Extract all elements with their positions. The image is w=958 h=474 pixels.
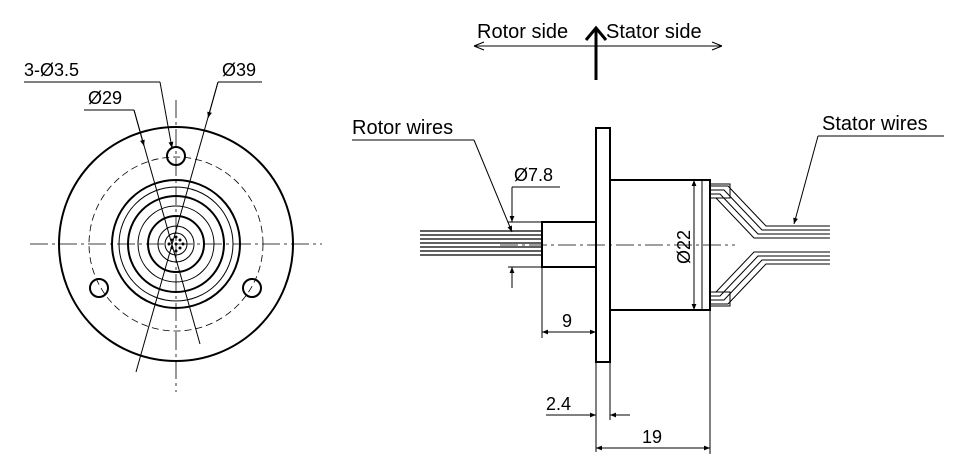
- stator-wire-sleeve-top: [709, 183, 731, 199]
- direction-arrow-left-b: [473, 45, 485, 51]
- separator-arrow-head: [584, 25, 608, 41]
- shaft-length-label: 9: [562, 311, 572, 331]
- flange-callout-leader: [135, 81, 219, 373]
- mounting-hole-right: [242, 278, 262, 298]
- direction-arrow-left-a: [473, 41, 485, 47]
- flange-callout-label: Ø39: [222, 60, 256, 80]
- stator-body: [609, 179, 711, 311]
- shaft-inner: [157, 225, 195, 263]
- stator-wires-leader: [793, 135, 819, 225]
- mounting-hole-top: [166, 146, 186, 166]
- rotor-inner-ring: [137, 205, 215, 283]
- flange-outline: [58, 126, 294, 362]
- direction-arrow-right-a: [711, 41, 723, 47]
- wire-bundle: [164, 232, 188, 256]
- pitch-callout-arrow: [133, 109, 145, 147]
- stator-wires-label: Stator wires: [822, 113, 928, 135]
- shaft-diameter-label: Ø7.8: [514, 165, 553, 185]
- pitch-callout-leader: [133, 109, 201, 345]
- shaft-outer: [147, 215, 205, 273]
- flange-thickness-label: 2.4: [546, 394, 571, 414]
- direction-arrow-right-b: [711, 45, 723, 51]
- hole-callout-leader: [159, 81, 174, 149]
- body-inner-ring: [118, 186, 234, 302]
- rotor-shaft: [541, 221, 597, 268]
- pitch-callout-label: Ø29: [88, 88, 122, 108]
- rotor-wires-label: Rotor wires: [352, 117, 453, 139]
- front-view: 3-Ø3.5 Ø29 Ø39: [24, 60, 322, 392]
- rotor-wire-bundle: [420, 230, 542, 256]
- hole-callout-label: 3-Ø3.5: [24, 60, 79, 80]
- rotor-side-label: Rotor side: [477, 21, 568, 43]
- stator-wire-sleeve-bottom: [709, 291, 731, 307]
- mounting-hole-left: [89, 278, 109, 298]
- side-view: Rotor side Stator side: [352, 21, 944, 454]
- stator-wire-bundle: [709, 183, 830, 307]
- stator-side-label: Stator side: [606, 21, 702, 43]
- bolt-pitch-circle: [88, 156, 264, 332]
- body-outer-ring: [111, 179, 241, 309]
- flange-callout-arrow: [207, 81, 219, 119]
- rotor-ring: [127, 195, 225, 293]
- rotor-wires-leader: [473, 139, 513, 233]
- body-diameter-label: Ø22: [674, 230, 694, 264]
- body-length-label: 19: [642, 427, 662, 447]
